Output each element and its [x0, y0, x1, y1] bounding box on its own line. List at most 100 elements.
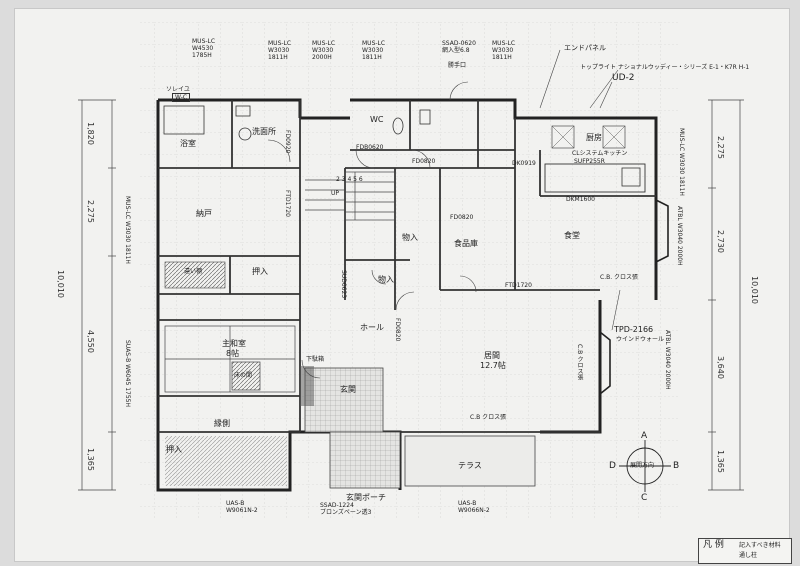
room-lavatory: WC: [370, 115, 384, 124]
room-tokonoma: 床の間: [234, 372, 253, 379]
legend-box: 凡 例 記入すべき材料 通し柱: [698, 538, 792, 564]
room-storeroom-1: 物入: [402, 233, 418, 242]
dim-left-4: 1,365: [86, 448, 95, 471]
note-solar: ソレイユ: [166, 86, 190, 93]
kitchen-counter: [544, 163, 646, 193]
note-wc-mark: W-C: [172, 93, 191, 102]
washing-machine: [238, 127, 252, 141]
door-code-dkm1600: DKM1600: [566, 196, 596, 203]
note-top-light: トップライト ナショナルウッディー・シリーズ E-1・K7R H-1: [580, 64, 750, 71]
room-storage: 納戸: [196, 209, 212, 218]
door-code-fd0820-c: FD0820: [394, 318, 401, 342]
door-code-ftd1720-b: FTD1720: [284, 190, 291, 217]
dim-left-1: 1,820: [86, 122, 95, 145]
stairs-step-numbers: 2 3 4 5 6: [336, 176, 363, 183]
door-code-dk0919: DK0919: [512, 160, 536, 167]
room-terrace: テラス: [458, 461, 482, 470]
cooktop: [621, 167, 641, 187]
door-swings: [267, 81, 477, 379]
dim-right-4: 1,365: [716, 450, 725, 473]
room-hall: ホール: [360, 323, 384, 332]
note-end-panel: エンドパネル: [564, 44, 606, 52]
room-porch: 玄関ポーチ: [346, 493, 386, 502]
compass-b: B: [673, 461, 680, 471]
legend-title: 凡 例: [703, 540, 724, 550]
alcove-shelf: [164, 261, 226, 289]
door-code-fd0820-a: FD0820: [412, 158, 436, 165]
shoe-cabinet: [300, 366, 314, 406]
room-main-tatami: 主和室: [222, 339, 246, 348]
legend-mark-label: 通し柱: [739, 552, 758, 559]
compass-center-text: 展開方向: [630, 462, 655, 469]
door-code-sud0623: SUD0623: [340, 270, 347, 299]
room-engawa: 縁側: [214, 419, 230, 428]
room-utility-door: 勝手口: [448, 62, 467, 69]
room-living-area: 12.7帖: [480, 361, 506, 370]
right-dimension-lines: [708, 99, 744, 491]
room-storeroom-2: 物入: [378, 275, 394, 284]
stairs-up-label: UP: [331, 190, 340, 197]
dim-right-total: 10,010: [750, 276, 759, 304]
toilet: [392, 117, 404, 135]
room-dining: 食堂: [564, 231, 580, 240]
note-tpd-sub: ウインドウォール: [616, 336, 665, 343]
room-shoe-cabinet: 下駄箱: [306, 356, 325, 363]
tatami-room: [164, 325, 296, 393]
bay-window-dining: [655, 199, 669, 263]
top-light-mark: [551, 125, 575, 149]
note-tpd: TPD-2166: [614, 325, 654, 334]
dim-left-total: 10,010: [56, 270, 65, 298]
compass-c: C: [641, 493, 648, 503]
legend-sub: 記入すべき材料: [739, 542, 781, 549]
note-system-kitchen: CLシステムキッチン: [572, 150, 628, 157]
dim-left-2: 2,275: [86, 200, 95, 223]
staircase: [305, 171, 396, 221]
room-main-tatami-area: 8帖: [226, 349, 240, 358]
dim-right-2: 2,730: [716, 230, 725, 253]
door-code-fd0820-b: FD0820: [450, 214, 474, 221]
note-ud2: UD-2: [612, 73, 635, 83]
bathtub: [163, 105, 205, 135]
window-label-left-2: SUAS-B W6045 1755H: [124, 340, 131, 408]
direction-compass: [619, 440, 671, 492]
door-code-fdb0620: FDB0620: [356, 144, 384, 151]
dim-right-1: 2,275: [716, 136, 725, 159]
entrance-tile: [304, 367, 384, 433]
note-sufp: SUFP255R: [574, 158, 605, 165]
bay-window-living: [599, 331, 611, 395]
window-label-right-3: ATBL W3040 2000H: [664, 330, 671, 390]
dim-right-3: 3,640: [716, 356, 725, 379]
hand-basin: [419, 109, 431, 125]
room-alcove-shelf: 違い棚: [184, 268, 203, 275]
room-closet-a: 押入: [252, 267, 268, 276]
terrace-slab: [404, 435, 536, 487]
compass-d: D: [609, 461, 616, 471]
room-closet-b: 押入: [166, 445, 182, 454]
note-cross-d: C.B クロス張: [470, 414, 507, 421]
room-washroom: 洗面所: [252, 127, 276, 136]
note-cross-e: C.B クロス張: [576, 344, 583, 381]
porch-tile: [329, 431, 401, 489]
room-pantry: 食品庫: [454, 239, 478, 248]
washbasin: [235, 105, 251, 117]
room-living: 居間: [484, 351, 500, 360]
engawa-floor: [165, 436, 287, 486]
door-code-fd0920: FD0920: [284, 130, 291, 154]
compass-a: A: [641, 431, 648, 441]
room-kitchen: 厨房: [586, 133, 602, 142]
window-label-right-2: ATBL W3040 2000H: [676, 206, 683, 266]
room-entrance: 玄関: [340, 385, 356, 394]
left-dimension-lines: [78, 99, 116, 491]
window-label-right-1: MUS-LC W3030 1811H: [678, 128, 685, 196]
